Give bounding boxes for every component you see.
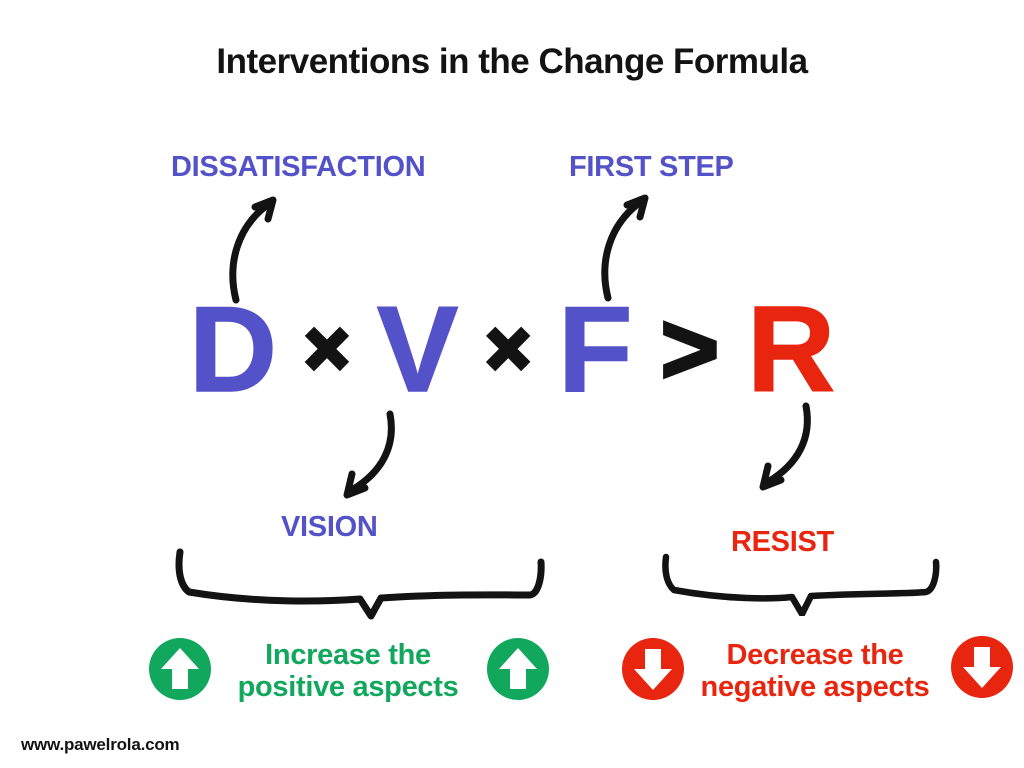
caption-increase-line2: positive aspects (237, 671, 459, 704)
brace-left-icon (170, 546, 552, 626)
caption-decrease-line1: Decrease the (726, 639, 904, 671)
formula-term-resistance: R (746, 280, 836, 417)
brace-right-icon (656, 552, 948, 616)
arrow-down-circle-icon (950, 635, 1014, 699)
multiply-icon: × (484, 306, 533, 390)
page-title: Interventions in the Change Formula (216, 42, 808, 81)
label-resist: RESIST (731, 526, 834, 558)
arrow-down-circle-icon (621, 637, 685, 701)
curved-arrow-up-left-icon (222, 190, 292, 305)
multiply-icon: × (303, 306, 352, 390)
label-first-step: FIRST STEP (569, 151, 734, 183)
caption-decrease: Decrease the negative aspects (674, 639, 956, 704)
caption-decrease-line2: negative aspects (700, 671, 930, 704)
formula-term-first-step: F (557, 280, 633, 417)
label-dissatisfaction: DISSATISFACTION (171, 151, 426, 183)
formula-term-dissatisfaction: D (188, 280, 278, 417)
website-watermark: www.pawelrola.com (21, 735, 180, 754)
arrow-up-circle-icon (148, 637, 212, 701)
curved-arrow-down-right-icon (748, 400, 818, 495)
label-vision: VISION (281, 511, 378, 543)
change-formula: D × V × F > R (0, 286, 1024, 411)
curved-arrow-up-right-icon (594, 188, 664, 303)
curved-arrow-down-left-icon (332, 408, 402, 503)
caption-increase: Increase the positive aspects (205, 639, 491, 704)
caption-increase-line1: Increase the (265, 639, 431, 671)
arrow-up-circle-icon (486, 637, 550, 701)
greater-than-icon: > (659, 292, 721, 405)
formula-term-vision: V (376, 280, 459, 417)
